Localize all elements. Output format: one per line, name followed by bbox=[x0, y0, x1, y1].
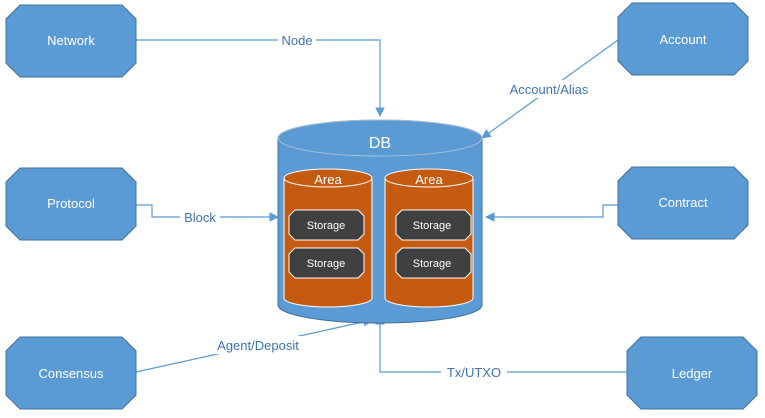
module-ledger-label: Ledger bbox=[672, 366, 713, 381]
storage-label: Storage bbox=[413, 220, 452, 232]
area-2-storage-2: Storage bbox=[395, 247, 472, 279]
connector-contract-db bbox=[485, 204, 618, 222]
area-1-label: Area bbox=[314, 172, 342, 187]
edge-label-block: Block bbox=[184, 210, 216, 225]
db-area-2: Area Storage Storage bbox=[384, 168, 474, 308]
area-2-label: Area bbox=[415, 172, 443, 187]
storage-label: Storage bbox=[307, 220, 346, 232]
storage-label: Storage bbox=[307, 258, 346, 270]
module-contract[interactable]: Contract bbox=[617, 166, 749, 240]
module-account-label: Account bbox=[660, 32, 707, 47]
module-protocol-label: Protocol bbox=[47, 196, 95, 211]
db-area-1: Area Storage Storage bbox=[283, 168, 373, 308]
connector-ledger-db bbox=[375, 315, 627, 373]
connector-network-db bbox=[136, 39, 385, 117]
module-ledger[interactable]: Ledger bbox=[626, 336, 758, 410]
module-consensus-label: Consensus bbox=[38, 366, 104, 381]
module-consensus[interactable]: Consensus bbox=[5, 336, 137, 410]
area-2-storage-1: Storage bbox=[395, 209, 472, 241]
module-contract-label: Contract bbox=[658, 195, 708, 210]
edge-label-node: Node bbox=[281, 33, 312, 48]
module-network-label: Network bbox=[47, 33, 95, 48]
area-1-storage-1: Storage bbox=[288, 209, 365, 241]
module-network[interactable]: Network bbox=[5, 4, 137, 78]
module-account[interactable]: Account bbox=[617, 2, 749, 76]
storage-label: Storage bbox=[413, 258, 452, 270]
db-title: DB bbox=[369, 135, 391, 152]
edge-labels: Node Account/Alias Block Agent/Deposit T… bbox=[180, 31, 598, 381]
edge-label-agent-deposit: Agent/Deposit bbox=[217, 338, 299, 353]
module-protocol[interactable]: Protocol bbox=[5, 167, 137, 241]
edge-label-tx-utxo: Tx/UTXO bbox=[447, 365, 501, 380]
edge-label-account-alias: Account/Alias bbox=[510, 82, 589, 97]
area-1-storage-2: Storage bbox=[288, 247, 365, 279]
